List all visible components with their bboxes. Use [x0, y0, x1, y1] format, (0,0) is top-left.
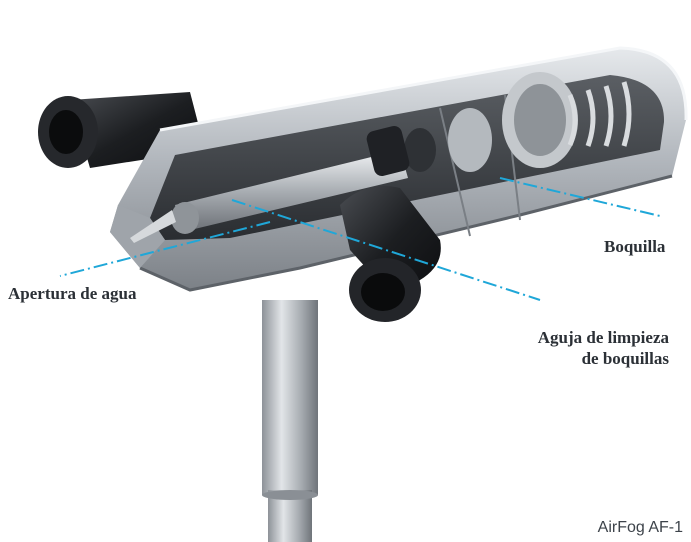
mounting-pole — [262, 300, 318, 542]
push-fit-fitting-right — [340, 186, 441, 322]
label-apertura-de-agua: Apertura de agua — [8, 284, 137, 303]
label-aguja-line2: de boquillas — [581, 349, 669, 368]
label-boquilla: Boquilla — [604, 237, 666, 256]
label-aguja-line1: Aguja de limpieza — [537, 328, 669, 347]
spring-assembly — [404, 72, 632, 172]
leader-line-boquilla — [499, 177, 661, 217]
label-aguja-de-limpieza: Aguja de limpieza de boquillas — [538, 327, 669, 369]
leader-lines — [59, 177, 661, 301]
leader-line-aguja — [231, 199, 541, 301]
cleaning-needle — [130, 126, 410, 243]
leader-line-apertura — [59, 221, 271, 277]
model-name: AirFog AF-1 — [597, 519, 683, 536]
